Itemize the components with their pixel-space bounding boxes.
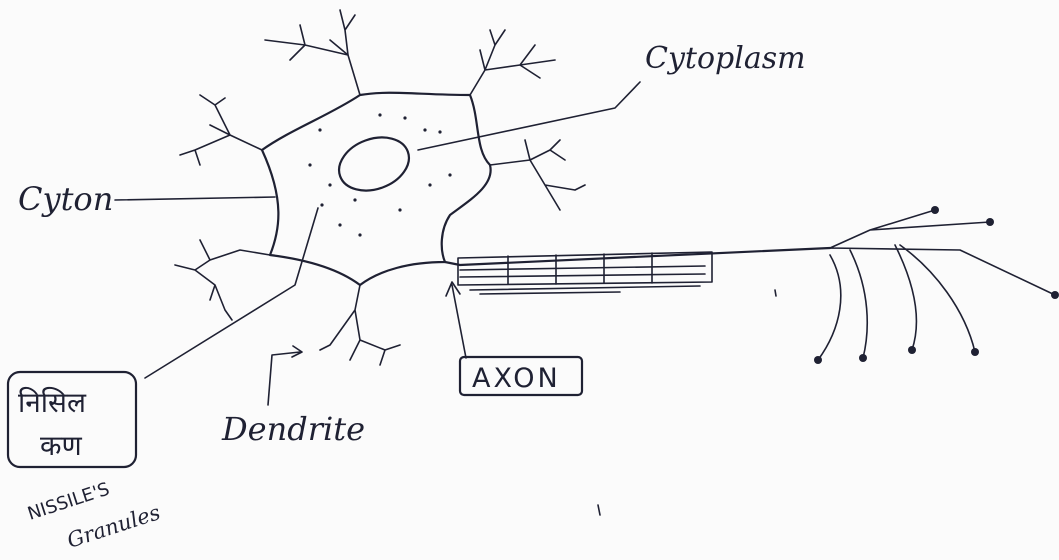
cyton-label: Cyton (18, 180, 113, 218)
terminal-knob (931, 206, 939, 214)
terminal-knob (1051, 291, 1059, 299)
terminal-knob (986, 218, 994, 226)
axon (445, 206, 1059, 364)
cyton-pointer (115, 197, 275, 200)
dendrite-pointer (268, 346, 302, 405)
axon-pointer (446, 282, 466, 358)
nissl-hindi-line1: निसिल (18, 386, 87, 419)
stray-mark (775, 290, 776, 296)
dendrite-label: Dendrite (221, 410, 365, 448)
nissl-granules (308, 113, 451, 236)
axon-label: AXON (472, 363, 561, 394)
nissl-hindi-line2: कण (40, 429, 83, 462)
cytoplasm-label: Cytoplasm (645, 41, 806, 76)
terminal-knob (908, 346, 916, 354)
terminal-knob (814, 356, 822, 364)
stray-mark (598, 505, 600, 515)
nucleus (332, 128, 417, 200)
cell-body (262, 93, 491, 285)
cytoplasm-pointer (418, 82, 640, 150)
terminal-knob (859, 354, 867, 362)
terminal-knob (971, 348, 979, 356)
